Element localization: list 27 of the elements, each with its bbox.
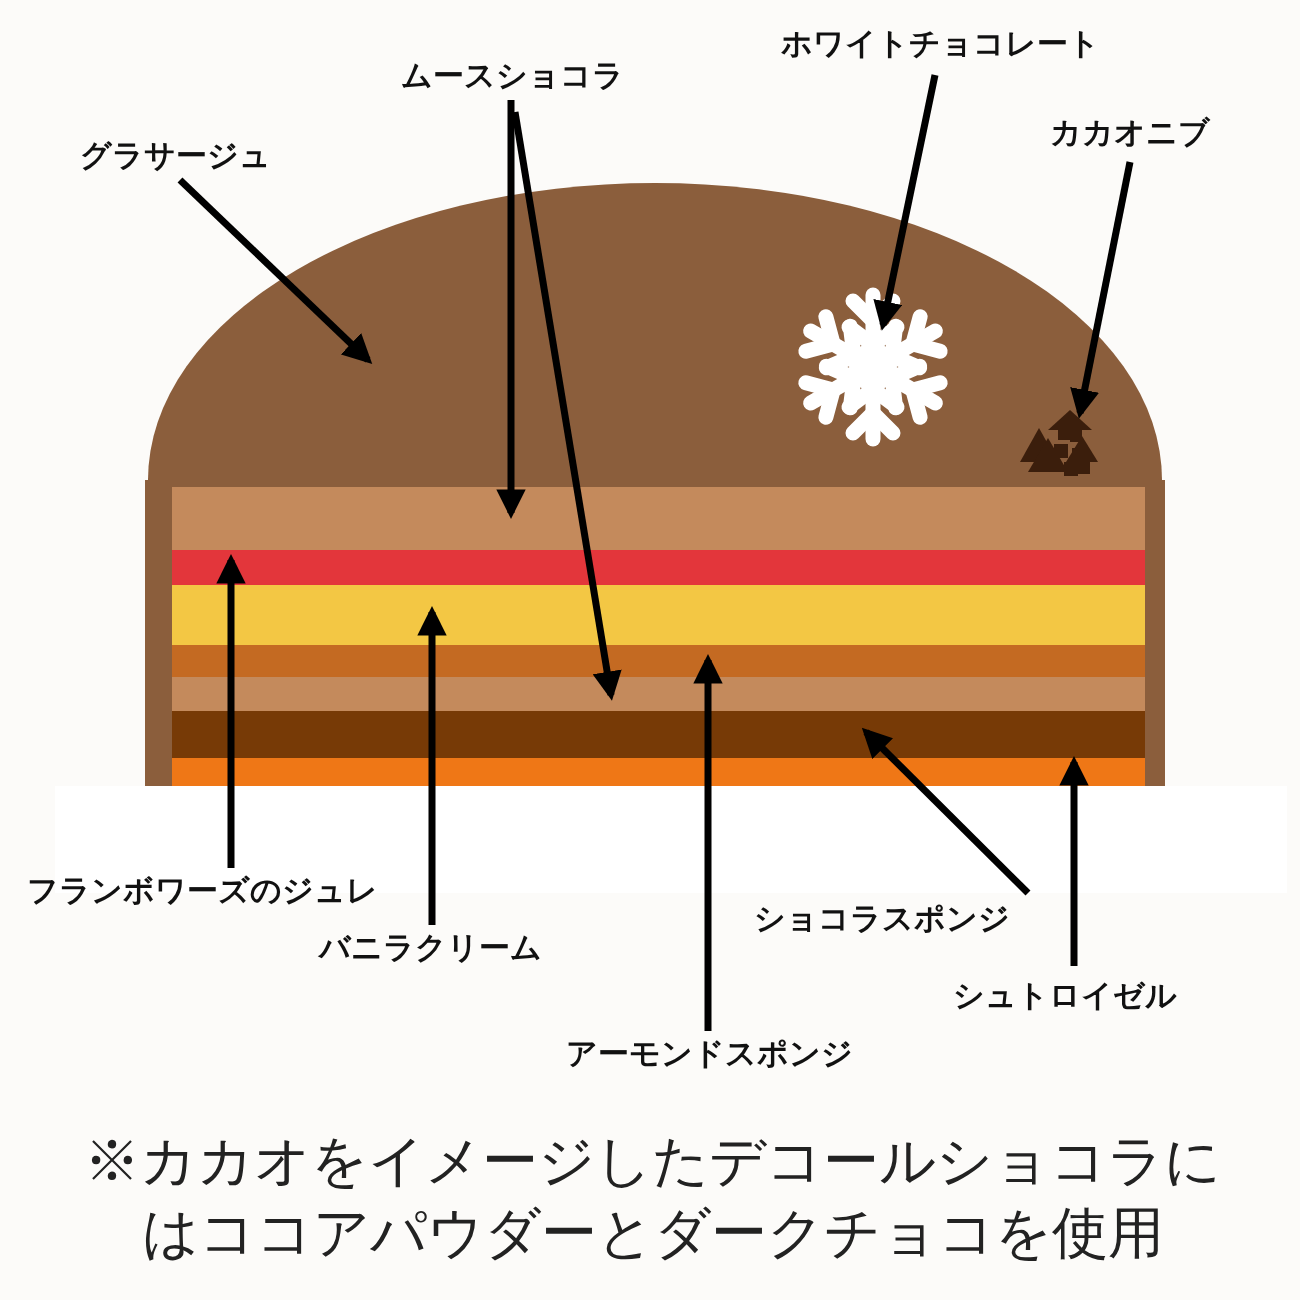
cake-layer [172, 487, 1145, 550]
callout-label: グラサージュ [70, 135, 280, 175]
cake-layer [172, 645, 1145, 677]
cake-layer [172, 585, 1145, 645]
cake-layer [172, 550, 1145, 585]
callout-label: カカオニブ [1042, 112, 1218, 152]
cake-layer [172, 711, 1145, 758]
callout-label: バニラクリーム [306, 927, 554, 967]
callout-label: ホワイトチョコレート [765, 23, 1115, 63]
callout-label: ムースショコラ [388, 55, 636, 95]
leader-arrow [511, 111, 622, 701]
leader-arrow [417, 606, 447, 925]
leader-arrow [693, 654, 723, 1031]
cake-layer [172, 677, 1145, 711]
leader-arrow [873, 74, 939, 331]
leader-arrow [1059, 756, 1089, 966]
callout-label: アーモンドスポンジ [551, 1033, 867, 1073]
callout-label: シュトロイゼル [941, 975, 1189, 1015]
caption: ※カカオをイメージしたデコールショコラにはココアパウダーとダークチョコを使用 [83, 1127, 1222, 1267]
callout-label: フランボワーズのジュレ [10, 870, 394, 910]
cake-layer [172, 758, 1145, 786]
leader-arrow [1070, 161, 1134, 419]
leader-arrow [177, 177, 373, 365]
leader-arrow [216, 554, 246, 868]
leader-arrow [496, 100, 526, 519]
leader-arrow [861, 727, 1031, 896]
callout-label: ショコラスポンジ [741, 898, 1023, 938]
